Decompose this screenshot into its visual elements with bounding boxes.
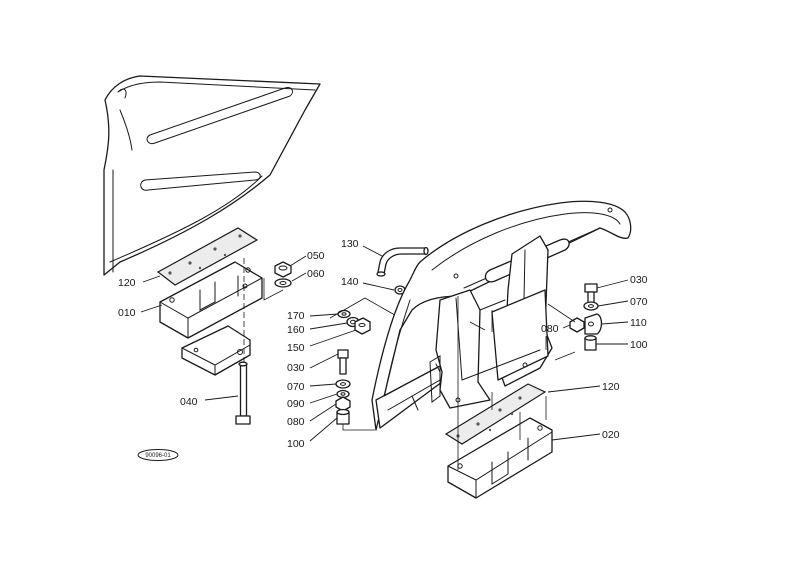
- nut-050: [274, 261, 292, 278]
- label-100-left: 100: [287, 438, 305, 450]
- label-080-left: 080: [287, 416, 305, 428]
- washer-070-right: [583, 301, 599, 311]
- label-160: 160: [287, 324, 305, 336]
- nut-080-left: [335, 396, 351, 412]
- label-120-left: 120: [118, 277, 136, 289]
- assembly-lines: [457, 296, 576, 470]
- label-130: 130: [341, 238, 359, 250]
- label-090: 090: [287, 398, 305, 410]
- nut-080-right: [569, 317, 585, 333]
- washer-060: [274, 278, 292, 288]
- bolt-030-right: [584, 283, 598, 305]
- leader-lines: [140, 245, 629, 442]
- label-170: 170: [287, 310, 305, 322]
- left-fender: [103, 75, 321, 276]
- spacer-100-left: [336, 408, 350, 425]
- label-040: 040: [180, 396, 198, 408]
- right-pad-120: [444, 383, 547, 445]
- label-020: 020: [602, 429, 620, 441]
- label-070-left: 070: [287, 381, 305, 393]
- left-lower-plate: [181, 325, 251, 376]
- spacer-100-right: [584, 335, 597, 351]
- label-140: 140: [341, 276, 359, 288]
- label-120-right: 120: [602, 381, 620, 393]
- drawing-code-text: 90096-01: [145, 453, 171, 459]
- label-030-left: 030: [287, 362, 305, 374]
- nut-150: [354, 317, 371, 335]
- label-050: 050: [307, 250, 325, 262]
- washer-070-left: [335, 379, 351, 389]
- left-pad-120: [156, 227, 259, 286]
- part-labels: 120 010 040 050 060 130 140 170 160 150 …: [118, 238, 648, 450]
- label-070-right: 070: [630, 296, 648, 308]
- washer-140: [394, 285, 406, 295]
- clip-110: [584, 313, 603, 335]
- grab-handle-130: [376, 246, 429, 277]
- label-010: 010: [118, 307, 136, 319]
- drawing-code-badge: 90096-01: [137, 449, 179, 461]
- washer-170: [337, 309, 351, 319]
- label-060: 060: [307, 268, 325, 280]
- fender-support-stay: [429, 235, 553, 409]
- label-110: 110: [630, 317, 647, 329]
- right-bracket-020: [447, 417, 553, 499]
- bolt-030-left: [337, 349, 349, 375]
- label-100-right: 100: [630, 339, 648, 351]
- bolt-040: [235, 258, 251, 425]
- left-bracket-010: [159, 261, 263, 339]
- label-030-right: 030: [630, 274, 648, 286]
- label-150: 150: [287, 342, 305, 354]
- label-080-right: 080: [541, 323, 559, 335]
